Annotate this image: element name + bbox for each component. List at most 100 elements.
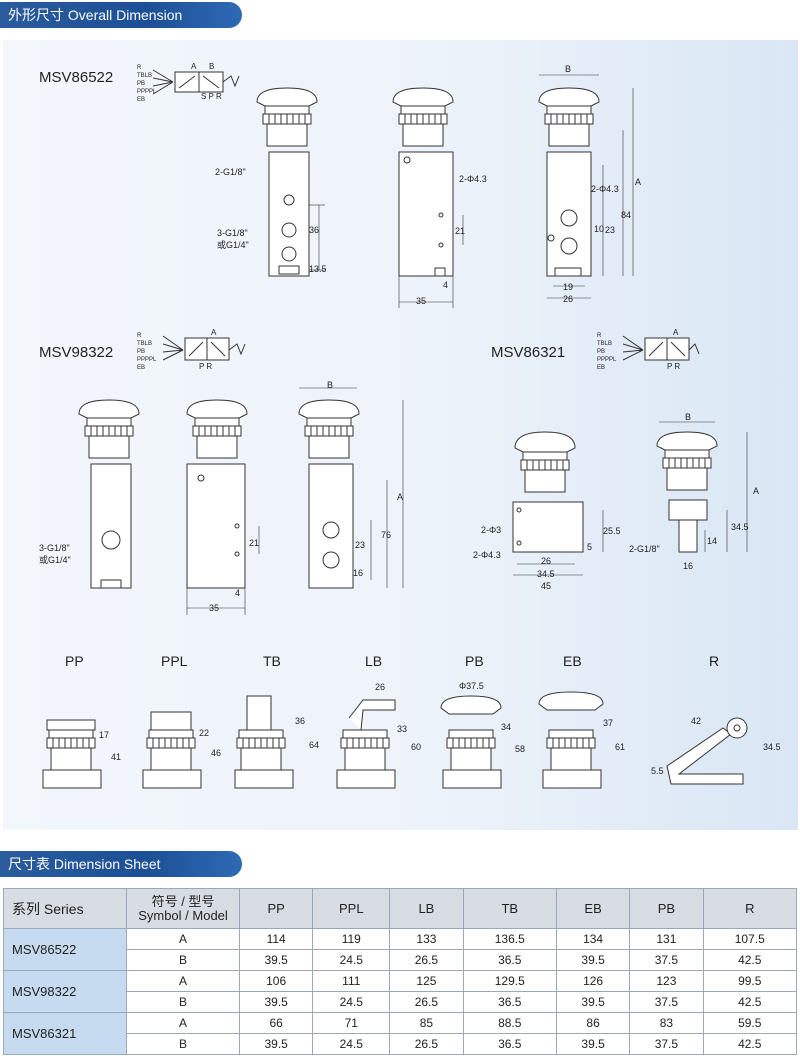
dim-46: 46: [211, 748, 222, 758]
ports-label-3: P R: [667, 362, 681, 371]
table-row: B 39.5 24.5 26.5 36.5 39.5 37.5 42.5: [4, 949, 798, 971]
dim-4-a: 4: [443, 280, 449, 290]
model-label-msv86522: MSV86522: [39, 69, 114, 86]
variant-label-pp: PP: [65, 653, 84, 669]
symbol-cell: B: [126, 949, 240, 971]
ports-label-1: S P R: [201, 92, 222, 101]
section-header-sheet: 尺寸表 Dimension Sheet: [0, 851, 242, 877]
dim-60: 60: [411, 742, 422, 752]
port-a-label-3: A: [673, 328, 679, 337]
port-a-label-1: A: [191, 62, 197, 71]
msv86522-side-view: [256, 87, 325, 277]
dim-26-v: 26: [375, 682, 386, 692]
model-label-msv86321: MSV86321: [491, 344, 566, 361]
value-cell: 129.5: [462, 970, 557, 992]
series-cell: MSV98322: [3, 970, 127, 1013]
symbol-cell: A: [126, 970, 240, 992]
table-row: MSV98322 A 106 111 125 129.5 126 123 99.…: [3, 970, 798, 1013]
dim-42: 42: [691, 716, 702, 726]
dim-5: 5: [587, 542, 593, 552]
value-cell: 39.5: [555, 949, 631, 971]
dim-58: 58: [515, 744, 526, 754]
value-cell: 24.5: [312, 1033, 391, 1055]
dim-36: 36: [309, 225, 320, 235]
dim-16-a: 16: [353, 568, 364, 578]
callout-hole43-1: 2-Φ4.3: [459, 174, 487, 184]
value-cell: 39.5: [238, 1033, 314, 1055]
dim-34-5-a: 34.5: [537, 569, 555, 579]
dim-26-a: 26: [563, 294, 574, 304]
header-eb: EB: [555, 888, 631, 929]
value-cell: 26.5: [389, 1033, 464, 1055]
msv98322-symbol: [162, 335, 246, 361]
value-cell: 99.5: [702, 970, 798, 992]
value-cell: 134: [555, 928, 631, 950]
value-cell: 66: [238, 1012, 314, 1034]
dim-37: 37: [603, 718, 614, 728]
ports-label-2: P R: [199, 362, 213, 371]
dim-35-b: 35: [209, 603, 220, 613]
msv86321-end-view: [656, 421, 748, 553]
value-cell: 37.5: [629, 949, 704, 971]
callout-g18-3b: 3-G1/8": [39, 543, 70, 553]
callout-hole43-2: 2-Φ4.3: [591, 184, 619, 194]
dim-23-b: 23: [355, 540, 366, 550]
value-cell: 39.5: [555, 1033, 631, 1055]
technical-drawings: [42, 69, 748, 789]
value-cell: 83: [629, 1012, 704, 1034]
dim-21-b: 21: [249, 538, 260, 548]
variant-tb: [234, 695, 294, 789]
callout-g18-single: 2-G1/8": [629, 544, 660, 554]
dim-41: 41: [111, 752, 122, 762]
msv98322-side-view: [78, 399, 140, 589]
dim-33: 33: [397, 724, 408, 734]
value-cell: 42.5: [702, 1033, 798, 1055]
dim-34-5-b: 34.5: [731, 522, 749, 532]
msv86522-front-view: [392, 87, 464, 308]
dim-36-v: 36: [295, 716, 306, 726]
section-title: 尺寸表 Dimension Sheet: [8, 856, 161, 872]
dim-64: 64: [309, 740, 320, 750]
dim-22: 22: [199, 728, 210, 738]
dim-35-a: 35: [416, 296, 427, 306]
dim-19: 19: [563, 282, 574, 292]
msv86321-front-view: [512, 431, 604, 576]
callout-dia375: Φ37.5: [459, 681, 484, 691]
value-cell: 24.5: [312, 949, 391, 971]
header-pp: PP: [238, 888, 314, 929]
dim-a-2: A: [397, 492, 404, 502]
value-cell: 42.5: [702, 991, 798, 1013]
variant-lb: [336, 699, 396, 789]
variant-label-ppl: PPL: [161, 653, 188, 669]
value-cell: 111: [312, 970, 391, 992]
dim-26-b: 26: [541, 556, 552, 566]
header-tb: TB: [462, 888, 557, 929]
dim-45: 45: [541, 581, 552, 591]
dim-b-2: B: [327, 380, 334, 390]
dim-84: 84: [621, 210, 632, 220]
header-pb: PB: [629, 888, 704, 929]
value-cell: 106: [238, 970, 314, 992]
value-cell: 39.5: [555, 991, 631, 1013]
variant-label-pb: PB: [465, 653, 484, 669]
dim-a-3: A: [753, 486, 760, 496]
header-series: 系列 Series: [3, 888, 127, 929]
msv98322-front-view: [186, 399, 260, 615]
dim-34-5-v: 34.5: [763, 742, 781, 752]
dim-25-5: 25.5: [603, 526, 621, 536]
variant-r: [666, 717, 748, 785]
callout-g14: 或G1/4": [217, 240, 249, 250]
dim-13-5: 13.5: [309, 264, 327, 274]
dim-23-a: 23: [605, 225, 616, 235]
symbol-cell: A: [126, 1012, 240, 1034]
value-cell: 26.5: [389, 949, 464, 971]
table-row: B 39.5 24.5 26.5 36.5 39.5 37.5 42.5: [4, 1033, 798, 1055]
dim-b-1: B: [565, 64, 572, 74]
model-label-msv98322: MSV98322: [39, 344, 114, 361]
variant-ppl: [142, 711, 202, 789]
callout-g14b: 或G1/4": [39, 555, 71, 565]
